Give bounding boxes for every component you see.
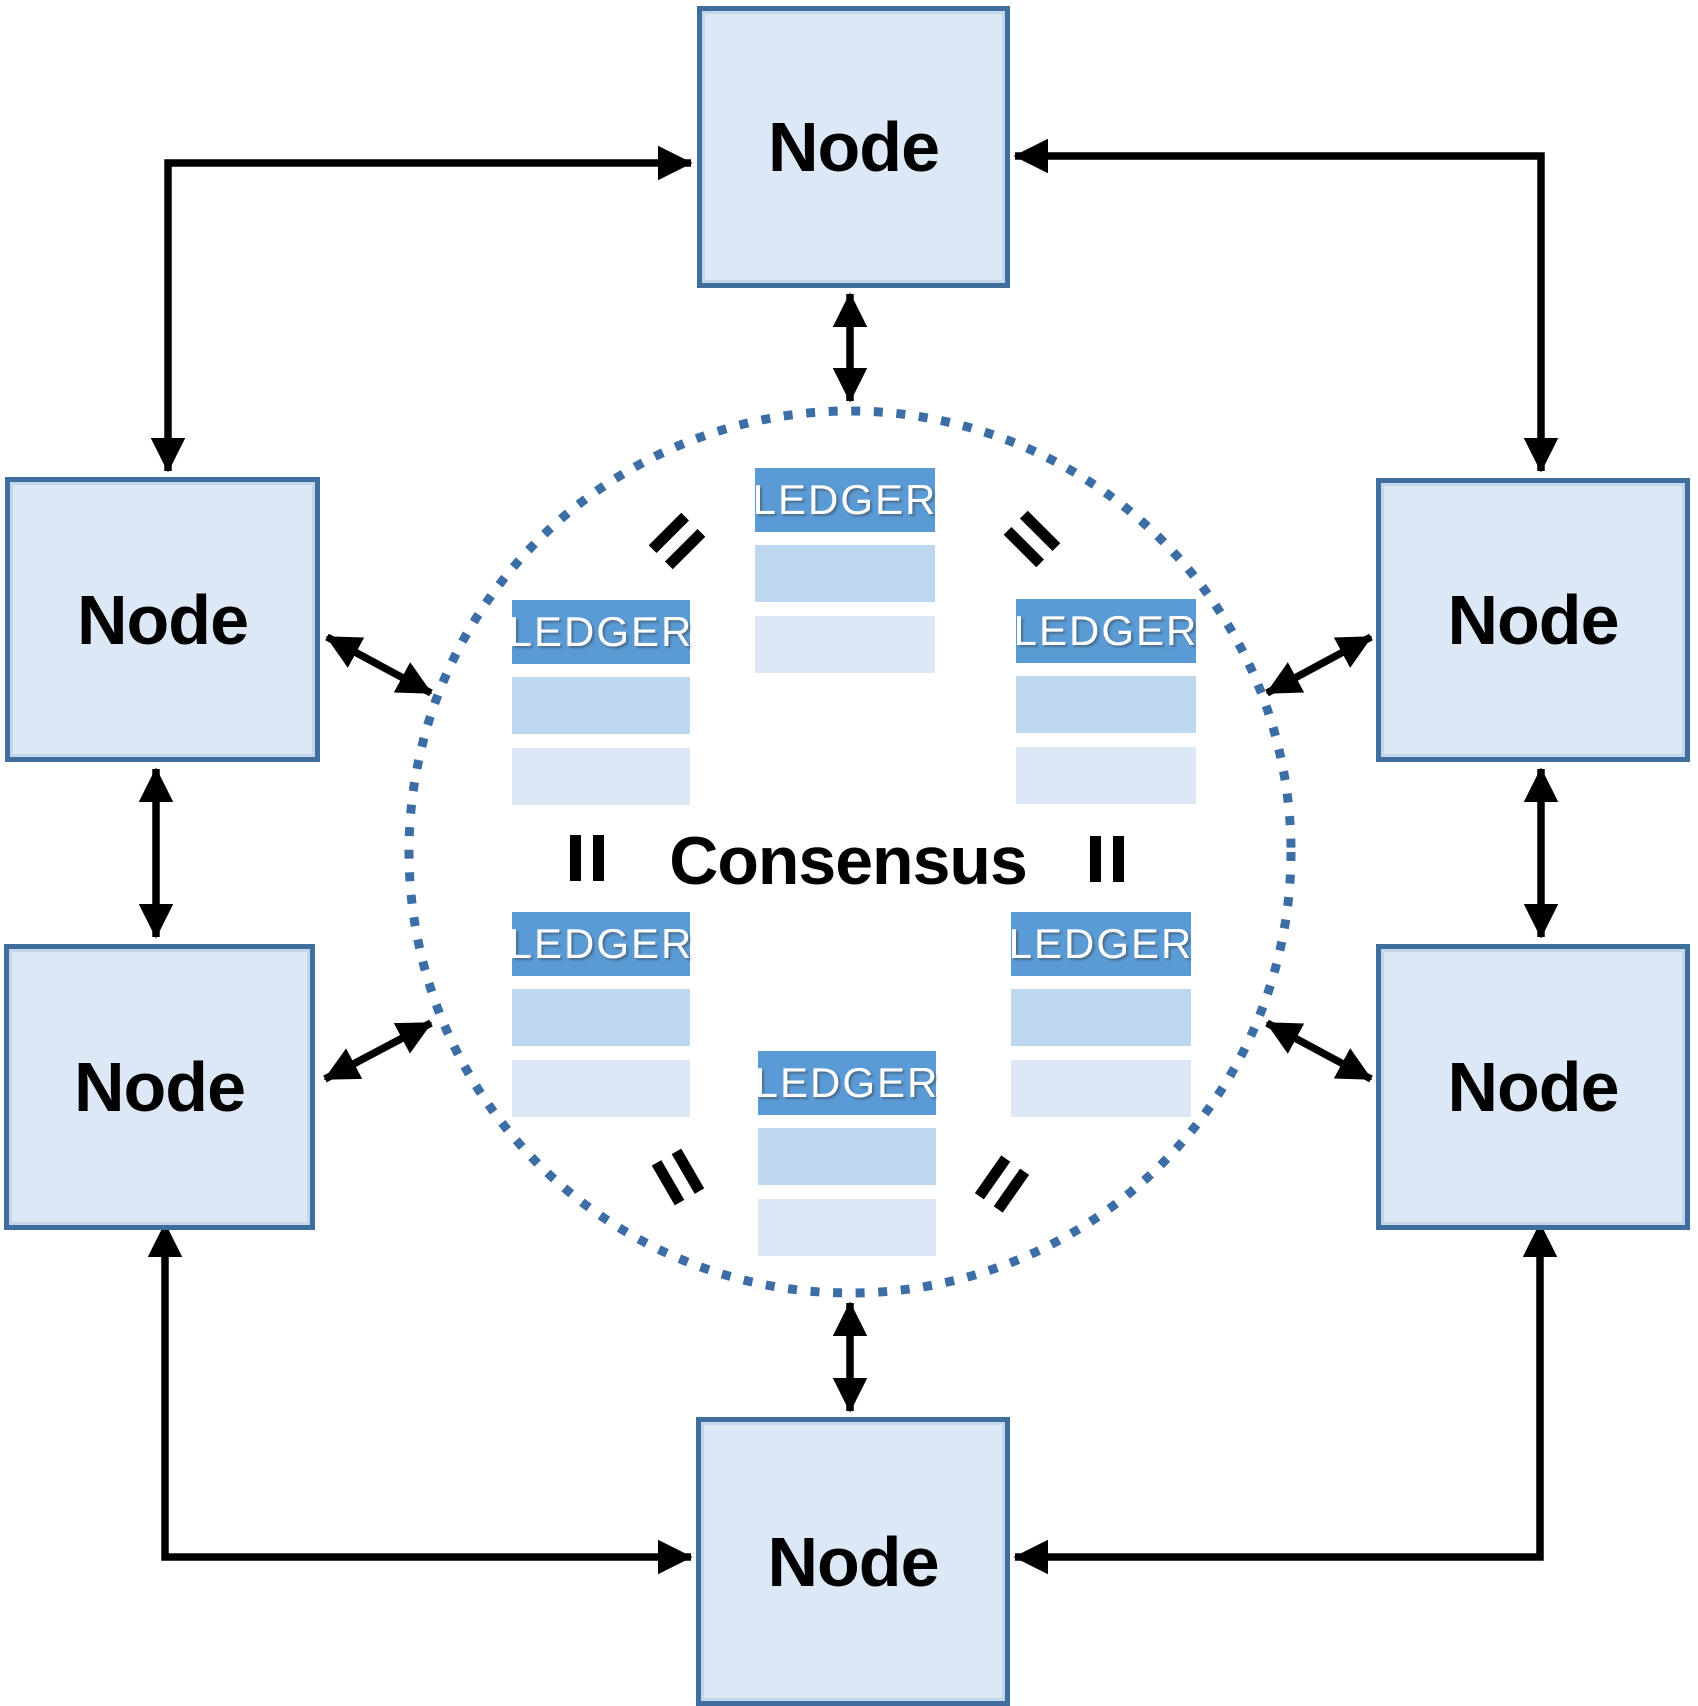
ledger-row xyxy=(1011,989,1191,1046)
ledger-row xyxy=(1011,1060,1191,1117)
ledger-header: LEDGER xyxy=(755,1051,937,1115)
ledger-row xyxy=(755,616,935,673)
ledger-top: LEDGER xyxy=(753,468,935,673)
ledger-header: LEDGER xyxy=(509,912,691,976)
ledger-row xyxy=(1016,747,1196,804)
node-label: Node xyxy=(74,1048,246,1126)
equals-icon xyxy=(570,835,604,881)
ledger-row xyxy=(512,1060,690,1117)
node-box-top: Node xyxy=(697,6,1010,288)
ledger-header: LEDGER xyxy=(753,468,935,532)
node-label: Node xyxy=(767,1522,940,1601)
ledger-header: LEDGER xyxy=(509,600,691,664)
ledger-upper-left: LEDGER xyxy=(509,600,691,805)
connector-lowerleft-bottom xyxy=(147,1222,693,1575)
node-label: Node xyxy=(1447,1048,1620,1126)
consensus-circle xyxy=(404,406,1296,1298)
node-box-lower-left: Node xyxy=(4,944,315,1230)
node-label: Node xyxy=(768,108,940,186)
ledger-header: LEDGER xyxy=(1014,599,1196,663)
ledger-row xyxy=(1016,676,1196,733)
equals-icon xyxy=(1090,836,1124,882)
node-label: Node xyxy=(1447,581,1620,659)
node-box-bottom: Node xyxy=(696,1417,1010,1706)
ledger-upper-right: LEDGER xyxy=(1014,599,1196,804)
connector-lowerleft-circle xyxy=(323,1019,433,1083)
node-box-upper-left: Node xyxy=(5,477,320,762)
ledger-header: LEDGER xyxy=(1009,912,1191,976)
ledger-bottom: LEDGER xyxy=(755,1051,937,1256)
node-box-lower-right: Node xyxy=(1376,944,1690,1230)
ledger-row xyxy=(512,748,690,805)
ledger-row xyxy=(512,989,690,1046)
connector-lowerright-circle xyxy=(1265,1019,1373,1083)
connector-upperleft-top xyxy=(150,145,693,473)
node-label: Node xyxy=(77,580,249,659)
ledger-row xyxy=(755,545,935,602)
connector-lowerright-bottom xyxy=(1013,1222,1558,1575)
ledger-row xyxy=(758,1128,936,1185)
connector-upperright-circle xyxy=(1265,633,1373,697)
node-box-upper-right: Node xyxy=(1376,478,1690,762)
ledger-row xyxy=(758,1199,936,1256)
connector-upperleft-circle xyxy=(325,633,433,697)
consensus-label: Consensus xyxy=(669,823,1028,899)
ledger-lower-left: LEDGER xyxy=(509,912,691,1117)
ledger-lower-right: LEDGER xyxy=(1009,912,1191,1117)
connector-upperright-top xyxy=(1013,138,1559,473)
ledger-row xyxy=(512,677,690,734)
